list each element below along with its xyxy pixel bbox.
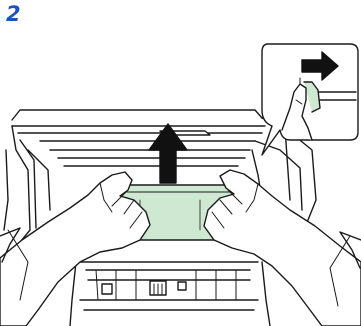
paper-jam-illustration: [0, 0, 361, 326]
